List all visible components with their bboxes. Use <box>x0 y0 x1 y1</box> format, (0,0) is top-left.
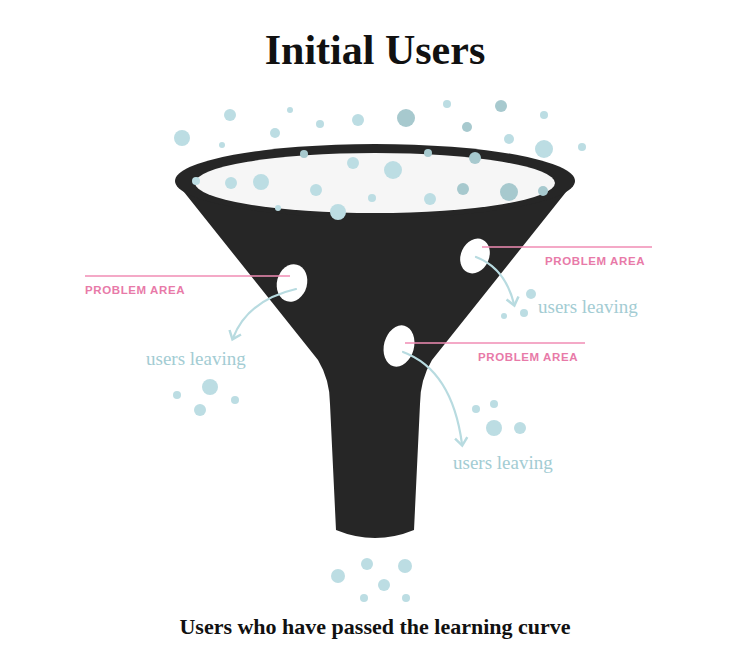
funnel-rim <box>175 144 575 218</box>
leaving-label: users leaving <box>538 296 638 318</box>
leaving-arrows <box>233 257 514 444</box>
bottom-dots <box>331 558 412 602</box>
problem-holes <box>273 234 496 370</box>
problem-label: PROBLEM AREA <box>545 255 645 267</box>
leaving-label: users leaving <box>453 452 553 474</box>
leader-lines <box>85 247 652 343</box>
problem-label: PROBLEM AREA <box>85 284 185 296</box>
problem-label: PROBLEM AREA <box>478 351 578 363</box>
leaving-label: users leaving <box>146 348 246 370</box>
mouth-dots <box>192 149 548 220</box>
funnel-mouth <box>195 153 555 213</box>
diagram-title: Initial Users <box>0 26 750 74</box>
diagram-caption: Users who have passed the learning curve <box>0 614 750 640</box>
